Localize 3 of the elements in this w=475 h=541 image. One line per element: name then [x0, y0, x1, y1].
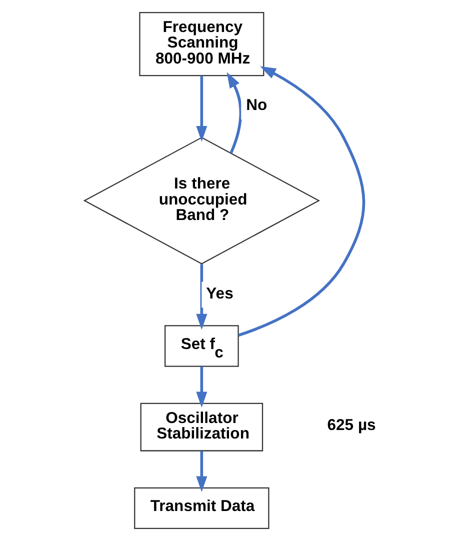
edge-label: No: [246, 97, 267, 114]
label: 625 µs: [326, 417, 376, 434]
edge-label: Yes: [206, 285, 233, 302]
